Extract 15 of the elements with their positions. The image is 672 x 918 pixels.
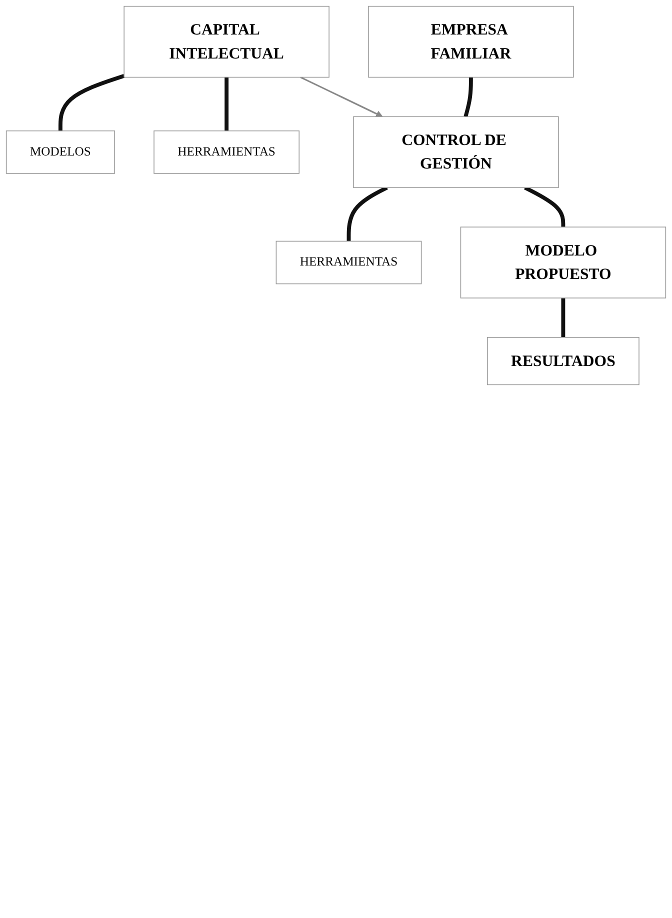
connector bbox=[464, 77, 473, 118]
node-box: MODELO PROPUESTO bbox=[460, 226, 666, 298]
connector bbox=[224, 77, 229, 131]
node-box: MODELOS bbox=[6, 130, 115, 174]
connector bbox=[346, 186, 388, 242]
connector bbox=[58, 74, 125, 131]
connector bbox=[524, 186, 566, 228]
node-box: HERRAMIENTAS bbox=[154, 130, 300, 174]
connector bbox=[561, 298, 566, 338]
node-box: HERRAMIENTAS bbox=[276, 240, 422, 284]
node-box: CONTROL DE GESTIÓN bbox=[353, 116, 559, 188]
node-box: EMPRESA FAMILIAR bbox=[368, 6, 574, 78]
node-box: CAPITAL INTELECTUAL bbox=[124, 6, 330, 78]
arrow bbox=[300, 76, 383, 118]
node-box: RESULTADOS bbox=[487, 337, 640, 386]
